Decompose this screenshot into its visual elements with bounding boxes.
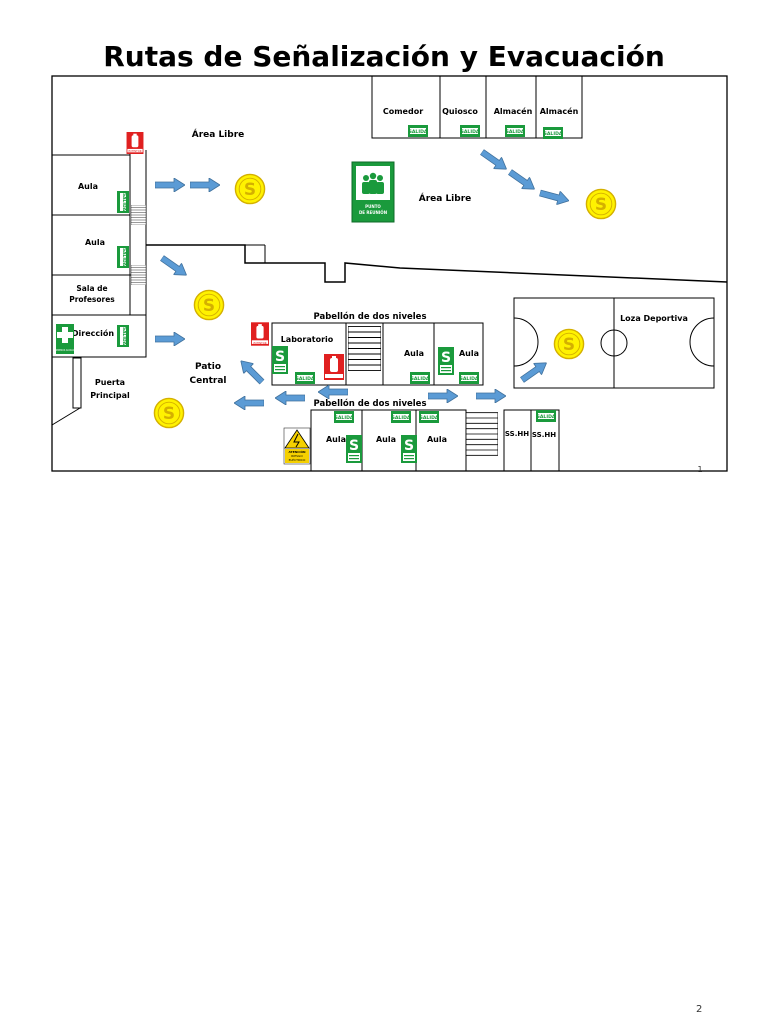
room-sala-profesores-label-2: Profesores bbox=[69, 295, 115, 304]
left-building-column: Aula Aula Sala de Profesores Dirección P… bbox=[51, 132, 147, 358]
page-title: Rutas de Señalización y Evacuación bbox=[103, 40, 665, 73]
evacuation-arrow bbox=[235, 355, 267, 387]
room-aula-bot-3-label: Aula bbox=[427, 435, 447, 444]
interior-wall bbox=[146, 244, 728, 283]
pavilion-upper-label: Pabellón de dos niveles bbox=[313, 311, 426, 322]
exit-sign bbox=[543, 127, 563, 139]
evacuation-arrow bbox=[517, 357, 551, 386]
site-boundary bbox=[51, 75, 728, 472]
safe-zone-marker bbox=[553, 328, 585, 360]
evacuation-arrow bbox=[155, 332, 185, 346]
meeting-point-sign: PUNTO DE REUNIÓN bbox=[351, 161, 395, 223]
exit-sign bbox=[117, 325, 129, 347]
warning-label-1: ATENCIÓN bbox=[288, 449, 306, 454]
stairs bbox=[466, 412, 498, 456]
exit-sign bbox=[334, 411, 354, 423]
evacuation-arrow bbox=[505, 166, 539, 195]
extinguisher-sign: EXTINTOR bbox=[126, 132, 144, 154]
first-aid-text: PRIMEROS AUXILIOS bbox=[54, 349, 77, 352]
exit-sign bbox=[459, 372, 479, 384]
room-direccion-label: Dirección bbox=[72, 328, 114, 338]
room-aula-bot-1-label: Aula bbox=[326, 435, 346, 444]
safe-zone-marker bbox=[585, 188, 617, 220]
room-quiosco-label: Quiosco bbox=[442, 107, 478, 116]
room-sshh-2-label: SS.HH bbox=[532, 431, 556, 439]
exit-sign bbox=[460, 125, 480, 137]
exit-sign bbox=[536, 410, 556, 422]
room-aula-left-1-label: Aula bbox=[78, 182, 98, 191]
first-aid-sign: PRIMEROS AUXILIOS bbox=[54, 324, 77, 354]
top-building-row: Comedor Quiosco Almacén Almacén bbox=[371, 76, 583, 139]
room-almacen-2-label: Almacén bbox=[540, 106, 579, 116]
electrical-warning-sign: ATENCIÓN RIESGO ELÉCTRICO bbox=[283, 427, 311, 465]
safe-zone-marker bbox=[234, 173, 266, 205]
evacuation-arrow bbox=[318, 385, 348, 399]
evacuation-arrow bbox=[477, 146, 511, 175]
restrooms: SS.HH SS.HH bbox=[503, 409, 560, 472]
evacuation-arrow bbox=[476, 389, 506, 403]
pavilion-lower-label: Pabellón de dos niveles bbox=[313, 398, 426, 409]
pavilion-lower: Pabellón de dos niveles Aula Aula Aula A… bbox=[283, 398, 498, 472]
pavilion-upper: Pabellón de dos niveles Laboratorio Aula… bbox=[251, 311, 484, 386]
evacuation-arrow bbox=[538, 186, 571, 208]
warning-label-3: ELÉCTRICO bbox=[289, 457, 306, 462]
patio-central-label-2: Central bbox=[189, 376, 226, 386]
extinguisher-sign bbox=[324, 354, 344, 380]
evacuation-arrow bbox=[428, 389, 458, 403]
extinguisher-sign: EXTINTOR bbox=[251, 322, 269, 346]
exit-sign bbox=[408, 125, 428, 137]
main-gate: Puerta Principal bbox=[51, 357, 130, 426]
page-number: 2 bbox=[696, 1004, 703, 1015]
exit-sign bbox=[117, 246, 129, 268]
stairs bbox=[348, 326, 381, 371]
meeting-point-label-1: PUNTO bbox=[365, 204, 381, 209]
plan-page-marker: 1 bbox=[697, 465, 702, 474]
evacuation-arrow bbox=[190, 178, 220, 192]
loza-deportiva-label: Loza Deportiva bbox=[620, 314, 688, 323]
exit-sign bbox=[295, 372, 315, 384]
patio-central-label-1: Patio bbox=[195, 362, 221, 372]
room-sala-profesores-label-1: Sala de bbox=[76, 284, 107, 293]
room-comedor-label: Comedor bbox=[383, 107, 423, 116]
exit-sign bbox=[346, 435, 362, 463]
room-almacen-1-label: Almacén bbox=[494, 106, 533, 116]
exit-sign bbox=[410, 372, 430, 384]
room-aula-bot-2-label: Aula bbox=[376, 435, 396, 444]
puerta-principal-label-1: Puerta bbox=[95, 378, 125, 387]
meeting-point-label-2: DE REUNIÓN bbox=[359, 210, 387, 215]
stairs bbox=[131, 205, 146, 225]
room-laboratorio-label: Laboratorio bbox=[281, 335, 334, 344]
exit-sign bbox=[391, 411, 411, 423]
evacuation-arrow bbox=[155, 178, 185, 192]
sports-court: Loza Deportiva bbox=[513, 297, 715, 389]
room-sshh-1-label: SS.HH bbox=[505, 430, 529, 438]
evacuation-arrow bbox=[275, 391, 305, 405]
exit-sign bbox=[401, 435, 417, 463]
room-aula-left-2-label: Aula bbox=[85, 238, 105, 247]
exit-sign bbox=[117, 191, 129, 213]
exit-sign bbox=[505, 125, 525, 137]
extinguisher-label: EXTINTOR bbox=[128, 149, 141, 153]
exit-sign bbox=[272, 346, 288, 374]
safe-zone-marker bbox=[153, 397, 185, 429]
safe-zone-marker bbox=[193, 289, 225, 321]
area-libre-right-label: Área Libre bbox=[419, 192, 472, 204]
evacuation-arrow bbox=[157, 252, 191, 281]
evacuation-arrow bbox=[234, 396, 264, 410]
stairs bbox=[131, 265, 146, 285]
extinguisher-label: EXTINTOR bbox=[253, 341, 266, 345]
exit-sign bbox=[438, 347, 454, 375]
warning-label-2: RIESGO bbox=[291, 454, 303, 458]
room-aula-mid-1-label: Aula bbox=[404, 349, 424, 358]
puerta-principal-label-2: Principal bbox=[90, 391, 130, 400]
exit-sign bbox=[419, 411, 439, 423]
room-aula-mid-2-label: Aula bbox=[459, 349, 479, 358]
area-libre-top-label: Área Libre bbox=[192, 128, 245, 140]
